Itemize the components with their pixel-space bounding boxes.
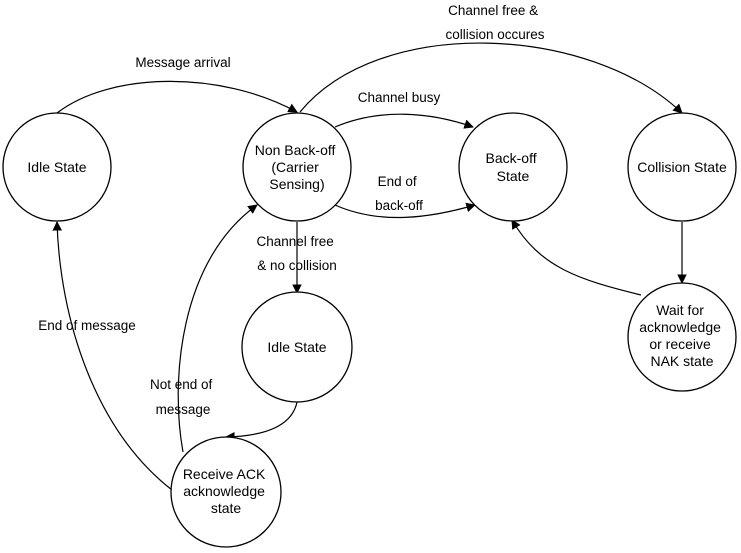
label-end-of-backoff: End of back-off (375, 174, 423, 213)
state-wait-for-acknowledge: Wait for acknowledge or receive NAK stat… (627, 282, 737, 392)
label-message-arrival: Message arrival (135, 55, 230, 70)
state-label-line: Wait for (656, 302, 704, 318)
state-receive-ack: Receive ACK acknowledge state (170, 436, 282, 548)
state-label-line: acknowledge (639, 319, 721, 335)
state-label: Back-off State (486, 150, 541, 184)
state-label-line: Receive ACK (183, 466, 266, 482)
state-label-line: state (211, 500, 242, 516)
state-circle (2, 112, 112, 222)
label-line: & no collision (257, 258, 337, 273)
edge-end-of-backoff (334, 202, 476, 219)
state-circle (458, 112, 568, 222)
state-circle (627, 282, 737, 392)
state-idle-left: Idle State (2, 112, 112, 222)
state-label-line: Collision State (637, 159, 727, 175)
label-not-end-of-message: Not end of message (150, 377, 216, 417)
label-line: Channel free (256, 234, 333, 249)
state-label-line: Non Back-off (255, 142, 336, 158)
edge-not-end-of-message (177, 204, 258, 453)
edge-idle-to-receive (225, 401, 298, 442)
label-line: Message arrival (135, 55, 230, 70)
edge-channel-free-collision (299, 42, 683, 114)
edge-channel-busy (334, 113, 474, 129)
state-non-backoff: Non Back-off (Carrier Sensing) (242, 112, 352, 222)
label-line: collision occures (445, 27, 544, 42)
state-label-line: Sensing) (269, 176, 324, 192)
state-circle (241, 291, 353, 403)
edge-wait-to-backoff (511, 219, 642, 296)
state-label: Idle State (267, 339, 326, 355)
state-label-line: Idle State (267, 339, 326, 355)
state-circle (170, 436, 282, 548)
label-line: message (156, 402, 211, 417)
label-channel-free-no-collision: Channel free & no collision (256, 234, 337, 273)
state-label-line: NAK state (650, 353, 713, 369)
state-label-line: Back-off (486, 150, 537, 166)
label-line: back-off (375, 198, 423, 213)
state-label-line: (Carrier (271, 159, 319, 175)
state-label-line: or receive (649, 336, 711, 352)
label-line: End of (378, 174, 417, 189)
state-label-line: State (497, 168, 530, 184)
edges (52, 42, 687, 491)
label-line: End of message (38, 318, 136, 333)
state-label: Receive ACK acknowledge state (183, 466, 269, 516)
state-label: Wait for acknowledge or receive NAK stat… (639, 302, 725, 369)
state-label-line: acknowledge (183, 483, 265, 499)
label-channel-free-collision: Channel free & collision occures (445, 3, 544, 42)
state-circle (627, 112, 737, 222)
state-label: Collision State (637, 159, 727, 175)
state-label: Non Back-off (Carrier Sensing) (255, 142, 340, 192)
state-backoff: Back-off State (458, 112, 568, 222)
state-idle-middle: Idle State (241, 291, 353, 403)
edge-message-arrival (56, 80, 298, 114)
label-line: Not end of (150, 377, 213, 392)
state-label: Idle State (27, 159, 86, 175)
state-circle (242, 112, 352, 222)
label-line: Channel free & (448, 3, 538, 18)
edge-labels: Message arrival Channel free & collision… (38, 3, 545, 417)
label-end-of-message: End of message (38, 318, 136, 333)
label-line: Channel busy (358, 90, 441, 105)
label-channel-busy: Channel busy (358, 90, 441, 105)
edge-end-of-message (52, 221, 173, 491)
state-label-line: Idle State (27, 159, 86, 175)
state-collision: Collision State (627, 112, 737, 222)
